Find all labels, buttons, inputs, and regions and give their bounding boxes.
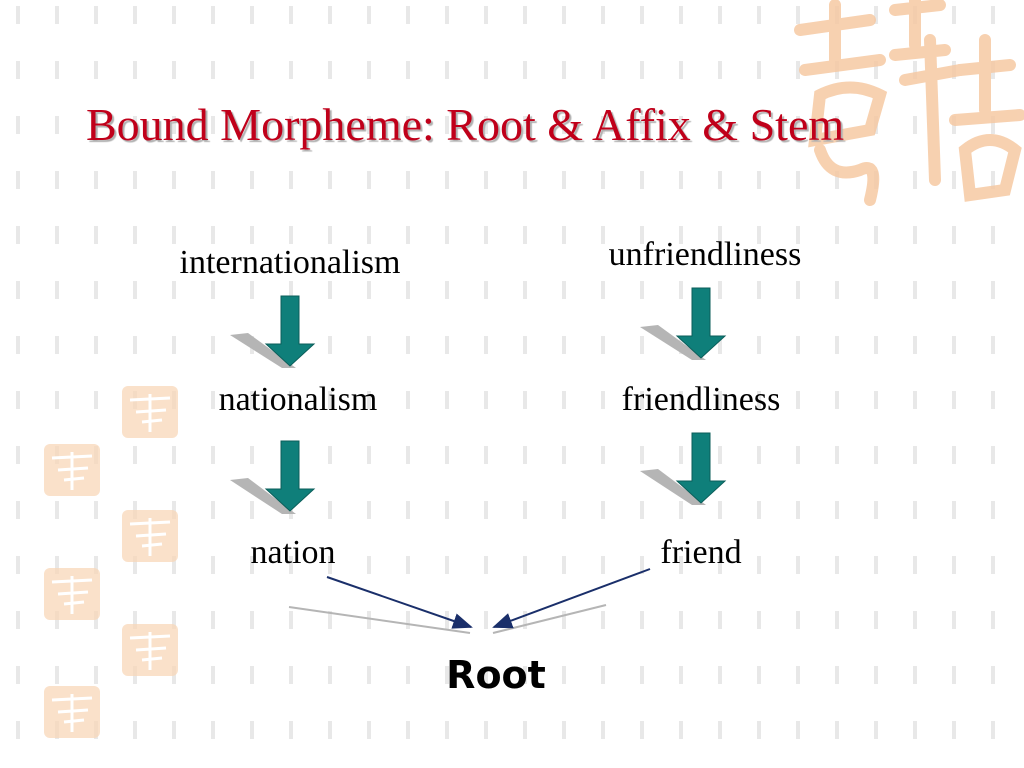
decorative-seals: [44, 386, 178, 738]
calligraphy-watermark: [794, 0, 1024, 206]
word-friendliness: friendliness: [621, 381, 781, 418]
word-nationalism: nationalism: [218, 381, 378, 418]
slide-title: Bound Morpheme: Root & Affix & Stem: [86, 99, 845, 150]
word-nation: nation: [250, 534, 336, 571]
word-friend: friend: [660, 534, 742, 571]
root-label: Root: [446, 653, 546, 697]
word-internationalism: internationalism: [179, 244, 401, 281]
word-unfriendliness: unfriendliness: [608, 236, 802, 273]
